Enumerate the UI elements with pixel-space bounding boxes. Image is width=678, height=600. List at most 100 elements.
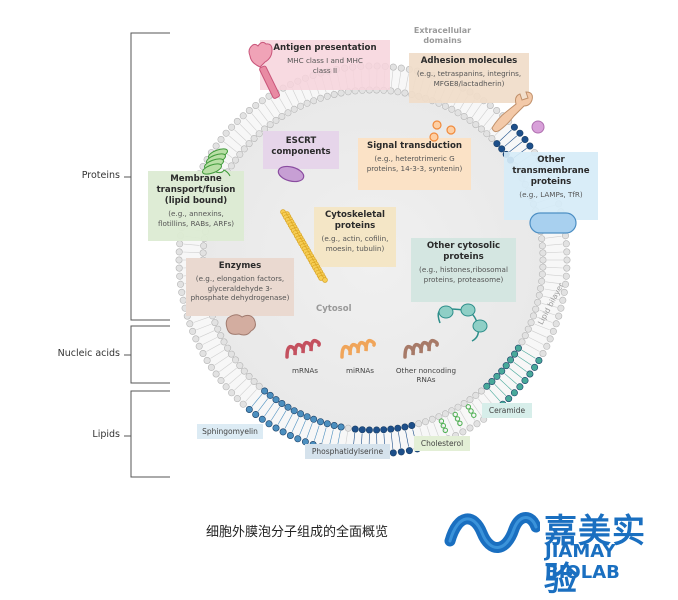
lipid-head <box>553 321 559 327</box>
lipid-head <box>563 273 569 279</box>
lipid-head <box>540 264 546 270</box>
lipid-head <box>409 422 415 428</box>
lipid-head <box>522 332 528 338</box>
lipid-head <box>527 143 533 149</box>
lipid-head <box>237 362 243 368</box>
lipid-head <box>539 243 545 249</box>
mrna-label: mRNAs <box>280 366 330 375</box>
lipid-head <box>395 89 401 95</box>
lipid-head <box>473 121 479 127</box>
lipid-head <box>304 100 310 106</box>
lipid-head <box>291 106 297 112</box>
lipid-head <box>406 447 412 453</box>
lipid-head <box>246 406 252 412</box>
lipid-head <box>359 427 365 433</box>
lipid-head <box>395 425 401 431</box>
lipid-head <box>533 306 539 312</box>
category-lipids: Lipids <box>50 429 120 440</box>
lipid-head <box>455 110 461 116</box>
lipid-head <box>539 271 545 277</box>
category-proteins: Proteins <box>50 170 120 181</box>
lipid-head <box>560 297 566 303</box>
lipid-head <box>499 368 505 374</box>
lipid-head <box>484 383 490 389</box>
lipid-head <box>232 357 238 363</box>
lipid-head <box>474 421 480 427</box>
lipid-head <box>223 130 229 136</box>
lipid-head <box>558 305 564 311</box>
lipid-head <box>478 126 484 132</box>
lipid-head <box>228 351 234 357</box>
lipid-head <box>317 419 323 425</box>
lipid-head <box>503 362 509 368</box>
lipid-head <box>460 429 466 435</box>
lipid-head <box>253 102 259 108</box>
lipid-head <box>200 163 206 169</box>
lipid-head <box>218 377 224 383</box>
ceramide-label: Ceramide <box>482 403 532 418</box>
lipid-head <box>223 384 229 390</box>
escrt-components-box: ESCRT components <box>263 131 339 169</box>
lipid-head <box>564 257 570 263</box>
lipid-head <box>381 427 387 433</box>
lipid-head <box>494 107 500 113</box>
lipid-head <box>522 377 528 383</box>
lipid-head <box>528 319 534 325</box>
lipid-head <box>500 113 506 119</box>
lipid-head <box>416 421 422 427</box>
lipid-head <box>527 371 533 377</box>
lipid-head <box>507 357 513 363</box>
signal-transduction-box: Signal transduction (e.g., heterotrimeri… <box>358 138 471 190</box>
lipid-head <box>200 243 206 249</box>
lipid-head <box>531 364 537 370</box>
lipid-head <box>511 351 517 357</box>
lipid-head <box>442 103 448 109</box>
ncrna-label: Other noncoding RNAs <box>395 366 457 384</box>
lipid-head <box>213 143 219 149</box>
lipid-head <box>537 285 543 291</box>
adhesion-molecules-box: Adhesion molecules (e.g., tetraspanins, … <box>409 53 529 103</box>
other-cytosolic-proteins-box: Other cytosolic proteins (e.g., histones… <box>411 238 516 302</box>
lipid-head <box>494 140 500 146</box>
lipid-head <box>311 416 317 422</box>
lipid-head <box>422 419 428 425</box>
lipid-head <box>536 222 542 228</box>
lipid-head <box>536 357 542 363</box>
lipid-head <box>204 156 210 162</box>
lipid-head <box>398 449 404 455</box>
lipid-head <box>273 396 279 402</box>
other-transmembrane-proteins-box: Other transmembrane proteins (e.g., LAMP… <box>504 152 598 220</box>
lipid-head <box>473 392 479 398</box>
lipid-head <box>204 357 210 363</box>
lipid-head <box>489 378 495 384</box>
jiamay-logo-wave-icon <box>444 507 540 559</box>
lipid-head <box>208 149 214 155</box>
lipid-head <box>251 135 257 141</box>
lipid-head <box>429 416 435 422</box>
cytosol-label: Cytosol <box>316 304 352 314</box>
lipid-head <box>530 313 536 319</box>
lipid-head <box>267 392 273 398</box>
lipid-head <box>511 124 517 130</box>
lipid-head <box>506 395 512 401</box>
lipid-head <box>297 411 303 417</box>
lipid-head <box>373 427 379 433</box>
lipid-head <box>506 118 512 124</box>
lipid-head <box>240 401 246 407</box>
lipid-head <box>317 95 323 101</box>
lipid-head <box>540 257 546 263</box>
lipid-head <box>324 93 330 99</box>
lipid-head <box>467 396 473 402</box>
lipid-head <box>304 414 310 420</box>
lipid-head <box>390 450 396 456</box>
lipids-bracket <box>131 391 170 477</box>
lipid-head <box>221 339 227 345</box>
lipid-head <box>517 384 523 390</box>
figure-caption: 细胞外膜泡分子组成的全面概览 <box>206 521 388 540</box>
membrane-transport-box: Membrane transport/fusion (lipid bound) … <box>148 171 244 241</box>
lipid-head <box>547 336 553 342</box>
lipid-head <box>398 65 404 71</box>
ev-diagram: Proteins Nucleic acids Lipids Extracellu… <box>0 0 678 566</box>
lipid-head <box>467 117 473 123</box>
lipid-head <box>345 425 351 431</box>
